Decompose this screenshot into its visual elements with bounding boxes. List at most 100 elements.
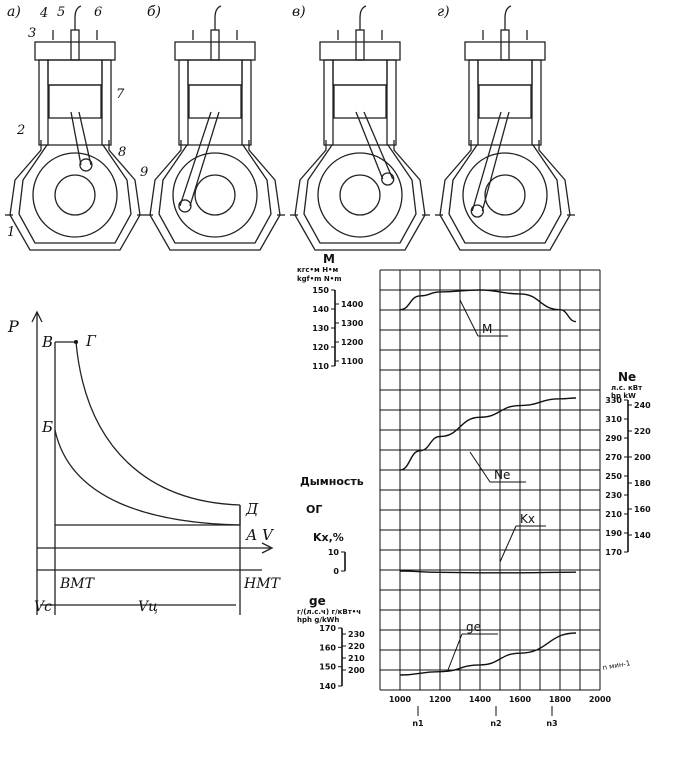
pv-diagram: P V В Г Б Д А ВМТ НМТ Vc Vц [7,310,282,615]
scale-tick-label: 250 [605,472,622,481]
ne-axis-units-ru: л.с. кВт [611,384,643,392]
kx-axis-title: Kx,% [313,531,344,544]
crank-disk [317,152,403,238]
engine-figure-3: в) [290,4,430,251]
scale-tick-label: 1200 [341,338,364,347]
cylinder-wall-right [386,59,397,146]
piston [478,84,532,119]
part-number-9: 9 [140,165,148,180]
scale-tick-label: 330 [605,396,622,405]
series-line-ge [399,632,577,676]
scale-tick-label: 150 [312,286,329,295]
crankcase-cavity [158,144,272,244]
crank-disk [32,152,118,238]
series-label-ge: ge [466,620,481,634]
cylinder-head [319,41,401,61]
crank-pin [381,172,395,186]
part-number-7: 7 [116,87,125,102]
series-line-m [399,289,577,323]
cylinder-wall-left [178,59,189,146]
leader-line-ne [469,451,491,483]
crank-shaft [484,174,526,216]
fuel-line [504,5,512,30]
piston [333,84,387,119]
crank-pin [470,204,484,218]
scale-tick-label: 10 [328,548,340,557]
injector [500,29,510,61]
v-axis-label: V [262,526,275,544]
scale-kx: 10 0 [328,548,346,576]
crankcase [294,140,426,251]
scale-tick-label: 140 [634,531,651,540]
ne-axis-title: Ne [618,370,636,384]
panel-label: а) [7,4,21,20]
scale-tick-label: 230 [348,630,365,639]
chart-grid [379,269,601,691]
point-a-label: А [245,526,257,544]
engine-figure-4: г) [435,4,575,251]
connecting-rod-left [355,111,384,180]
x-tick-label: 1600 [509,695,532,704]
part-number-4: 4 [39,6,48,21]
crank-pin [79,158,93,172]
crankcase-cavity [18,144,132,244]
cylinder-head [34,41,116,61]
engine-figure-1: а) [5,4,145,251]
piston [48,84,102,119]
panel-label: б) [147,4,161,20]
scale-tick-label: 120 [312,343,329,352]
m-axis-title: M [323,252,335,266]
piston [188,84,242,119]
part-number-3: 3 [28,26,36,41]
m-axis-units-ru: кгс•м Н•м [297,266,339,274]
x-tick-label: 2000 [589,695,612,704]
x-tick-label: 1800 [549,695,572,704]
series-label-m: M [482,322,492,336]
series-line-ne [399,397,577,471]
x-marker-n2: n2 [490,719,501,728]
combustion-chamber [187,59,243,86]
m-axis-units-en: kgf•m N•m [297,275,342,283]
crank-shaft [54,174,96,216]
scale-tick-label: 200 [348,666,365,675]
ge-axis-units-en: hph g/kWh [297,616,339,624]
scale-tick-label: 270 [605,453,622,462]
scale-ne: 3303102902702502302101901702402202001801… [605,396,651,557]
crankcase-cavity [448,144,562,244]
cylinder-wall-left [38,59,49,146]
scale-tick-label: 130 [312,324,329,333]
leader-line-m [459,299,479,337]
expansion-curve [75,341,241,506]
chart-series [399,289,577,676]
combustion-chamber [332,59,388,86]
tdc-label: ВМТ [59,576,96,592]
crank-shaft [339,174,381,216]
crankcase-cavity [303,144,417,244]
crank-disk [172,152,258,238]
scale-tick-label: 180 [634,479,651,488]
point-b-label: В [41,333,53,351]
vc-label: Vc [34,599,52,615]
scale-tick-label: 220 [348,642,365,651]
scale-tick-label: 210 [348,654,365,663]
fuel-line [74,5,82,30]
series-line-kx [399,570,577,574]
scale-tick-label: 190 [605,529,622,538]
connecting-rod-right [78,111,92,166]
crankcase [9,140,141,251]
part-number-1: 1 [7,225,15,240]
crank-shaft [194,174,236,216]
x-tick-label: 1400 [469,695,492,704]
scale-tick-label: 140 [312,305,329,314]
fuel-line [214,5,222,30]
bdc-label: НМТ [243,576,282,592]
scale-tick-label: 230 [605,491,622,500]
scale-tick-label: 160 [634,505,651,514]
leader-line-kx [499,525,517,563]
scale-tick-label: 0 [333,567,339,576]
cylinder-wall-right [241,59,252,146]
